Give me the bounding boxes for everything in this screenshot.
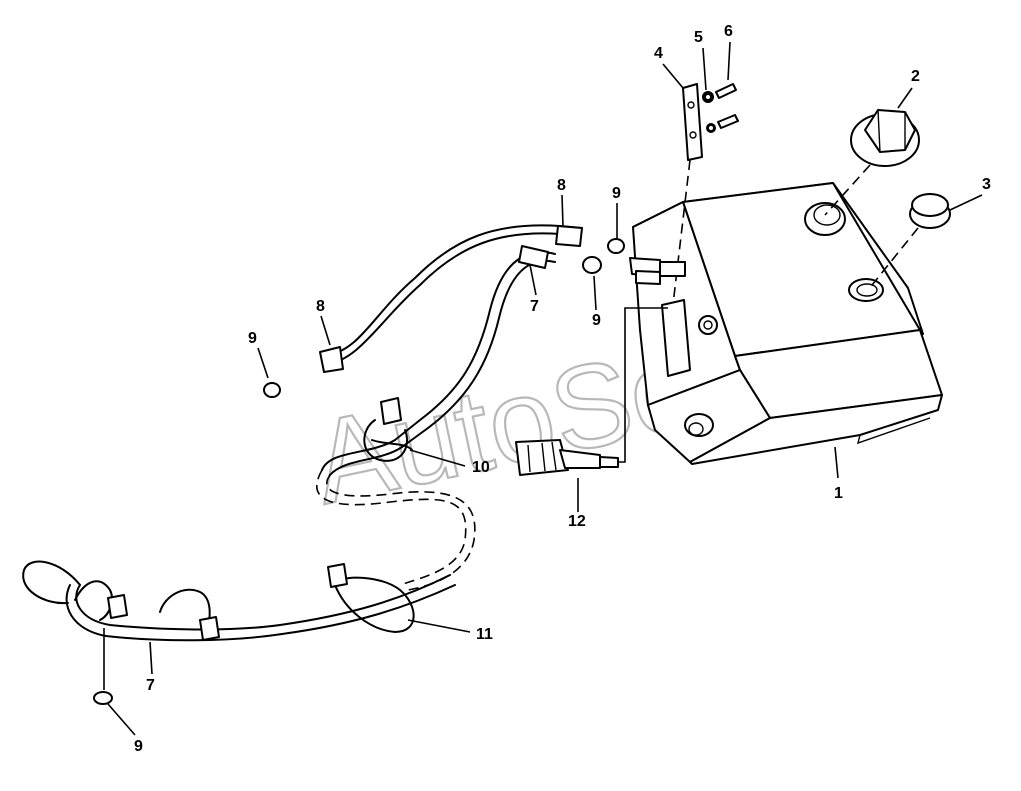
callout-clamp-9-mid: 9	[592, 312, 601, 329]
cap-centerline	[824, 164, 871, 216]
callout-hose-8-upper: 8	[557, 177, 566, 194]
callout-plug: 3	[982, 176, 991, 193]
callout-clamp-9-bottom: 9	[134, 738, 143, 755]
clamps-9	[93, 238, 625, 705]
sensor-12	[515, 307, 668, 476]
hose-loop	[22, 560, 81, 605]
callout-clamp-9-left: 9	[248, 330, 257, 347]
hose-7	[65, 245, 556, 642]
callout-hose-7-lower: 7	[146, 677, 155, 694]
callout-tank: 1	[834, 485, 843, 502]
filler-cap	[850, 109, 920, 167]
plug	[909, 193, 951, 229]
callout-clamp-9-top: 9	[612, 185, 621, 202]
reservoir-tank	[632, 182, 943, 465]
leader-lines	[103, 41, 983, 736]
callout-hose-8-left: 8	[316, 298, 325, 315]
strap-11	[74, 563, 415, 641]
callouts: 1 2 3 4 5 6 8 8 9 9 7 9 10 11 12 7 9	[134, 23, 991, 755]
callout-filler-cap: 2	[911, 68, 920, 85]
screws	[715, 83, 739, 129]
callout-washer: 5	[694, 29, 703, 46]
callout-clip-10: 10	[472, 459, 490, 476]
hose-fittings	[629, 257, 686, 285]
callout-hose-7-upper: 7	[530, 298, 539, 315]
clip-10	[363, 397, 413, 462]
callout-bracket: 4	[654, 45, 663, 62]
callout-sensor-12: 12	[568, 513, 586, 530]
callout-strap-11: 11	[476, 626, 493, 643]
callout-screw: 6	[724, 23, 733, 40]
mounting-bracket	[682, 83, 703, 161]
washers	[702, 91, 716, 133]
plug-centerline	[867, 227, 919, 291]
lower-bracket	[661, 299, 691, 377]
hose-8	[319, 224, 583, 373]
